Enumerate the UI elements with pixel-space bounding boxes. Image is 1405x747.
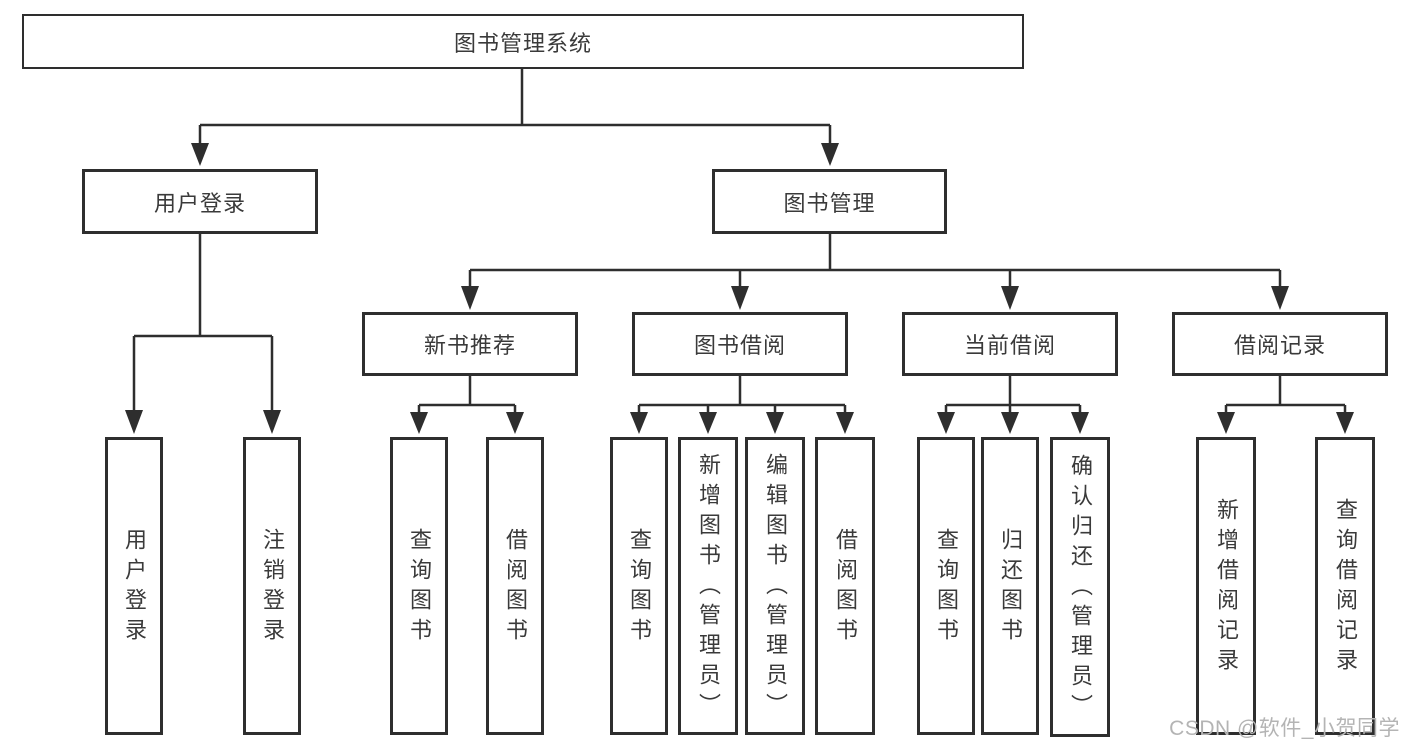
leaf-add-books-admin: 新增图书（管理员） [678, 437, 738, 735]
leaf-edit-books-admin: 编辑图书（管理员） [745, 437, 805, 735]
node-user-login-branch: 用户登录 [82, 169, 318, 234]
node-book-management-branch: 图书管理 [712, 169, 947, 234]
leaf-query-books-borrow: 查询图书 [610, 437, 668, 735]
arrowheads-leaf-row [410, 412, 1354, 434]
node-current-borrow: 当前借阅 [902, 312, 1118, 376]
node-new-book-recommend: 新书推荐 [362, 312, 578, 376]
leaf-confirm-return-admin: 确认归还（管理员） [1050, 437, 1110, 737]
connector-borrow-records-branch [1224, 376, 1347, 414]
leaf-query-books-current: 查询图书 [917, 437, 975, 735]
connector-new-book-branch [417, 376, 517, 414]
connector-current-borrow-branch [944, 376, 1082, 414]
leaf-logout: 注销登录 [243, 437, 301, 735]
connector-book-borrow-branch [637, 376, 847, 414]
leaf-query-books-recommend: 查询图书 [390, 437, 448, 735]
connector-root-to-level2 [198, 69, 832, 145]
leaf-query-borrow-record: 查询借阅记录 [1315, 437, 1375, 735]
leaf-add-borrow-record: 新增借阅记录 [1196, 437, 1256, 735]
arrowheads-level3 [461, 286, 1289, 310]
leaf-borrow-books: 借阅图书 [815, 437, 875, 735]
leaf-user-login: 用户登录 [105, 437, 163, 735]
connector-user-login-branch [132, 234, 274, 412]
leaf-borrow-books-recommend: 借阅图书 [486, 437, 544, 735]
arrowheads-user-login-branch [125, 410, 281, 434]
connector-book-management-branch [468, 234, 1282, 288]
node-root-library-system: 图书管理系统 [22, 14, 1024, 69]
node-borrow-records: 借阅记录 [1172, 312, 1388, 376]
arrowheads-level2 [191, 143, 839, 166]
leaf-return-books: 归还图书 [981, 437, 1039, 735]
node-book-borrow: 图书借阅 [632, 312, 848, 376]
csdn-watermark: CSDN @软件_小贺同学 [1169, 717, 1400, 740]
